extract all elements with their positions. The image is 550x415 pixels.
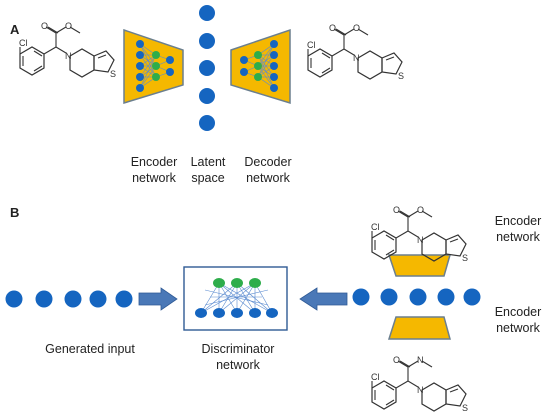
molecule-b-top: Cl O O N S — [371, 205, 468, 263]
encoder-trapezoid-b-bottom — [387, 316, 451, 340]
label-decoder-line1: Decoder — [244, 155, 292, 169]
label-encoder-network-b-bottom: Encoder network — [486, 304, 550, 336]
label-latent-space: Latent space — [183, 154, 233, 186]
atom-s: S — [110, 69, 116, 79]
arrow-to-discriminator-right — [299, 287, 348, 311]
label-generated-input: Generated input — [45, 342, 135, 356]
atom-nh-amide: N — [417, 355, 424, 365]
atom-s: S — [462, 403, 468, 413]
atom-o-ester: O — [65, 21, 72, 31]
arrow-to-discriminator-left — [138, 287, 178, 311]
label-discriminator-line1: Discriminator — [201, 342, 275, 356]
label-encoder-line2: network — [132, 171, 176, 185]
label-discriminator-line2: network — [216, 358, 260, 372]
label-encoder-b-top-line2: network — [496, 230, 540, 244]
discriminator-network — [195, 278, 278, 318]
panel-label-a: A — [10, 22, 20, 37]
atom-cl: Cl — [371, 222, 380, 232]
molecule-b-bottom: Cl O N N S — [371, 355, 468, 413]
label-encoder-network-a: Encoder network — [122, 154, 186, 186]
atom-s: S — [462, 253, 468, 263]
atom-n: N — [65, 51, 72, 61]
atom-cl: Cl — [307, 40, 316, 50]
label-latent-line1: Latent — [190, 155, 226, 169]
atom-cl: Cl — [19, 38, 28, 48]
atom-o-carbonyl: O — [41, 21, 48, 31]
label-encoder-network-b-top: Encoder network — [486, 213, 550, 245]
label-latent-line2: space — [191, 171, 225, 185]
generated-input-nodes — [5, 290, 133, 308]
atom-o-ester: O — [417, 205, 424, 215]
label-decoder-line2: network — [246, 171, 290, 185]
label-encoder-b-bottom-line2: network — [496, 321, 540, 335]
label-encoder-b-bottom-line1: Encoder — [494, 305, 542, 319]
atom-n: N — [417, 385, 424, 395]
label-discriminator-network: Discriminator network — [190, 341, 286, 373]
latent-nodes-b — [352, 288, 481, 306]
atom-s: S — [398, 71, 404, 81]
label-encoder-b-top-line1: Encoder — [494, 214, 542, 228]
atom-cl: Cl — [371, 372, 380, 382]
discriminator-box — [183, 266, 288, 331]
decoder-nodes — [240, 40, 278, 92]
atom-o-carbonyl: O — [393, 205, 400, 215]
atom-n: N — [353, 53, 360, 63]
encoder-trapezoid-b-top — [387, 254, 451, 277]
panel-label-b: B — [10, 205, 20, 220]
label-encoder-line1: Encoder — [130, 155, 178, 169]
atom-o-ester: O — [353, 23, 360, 33]
atom-o-carbonyl: O — [329, 23, 336, 33]
latent-nodes — [199, 5, 215, 131]
molecule-output-a: Cl O O N S — [307, 23, 404, 81]
atom-o-carbonyl: O — [393, 355, 400, 365]
atom-n: N — [417, 235, 424, 245]
encoder-nodes-a — [136, 40, 174, 92]
label-decoder-network: Decoder network — [236, 154, 300, 186]
